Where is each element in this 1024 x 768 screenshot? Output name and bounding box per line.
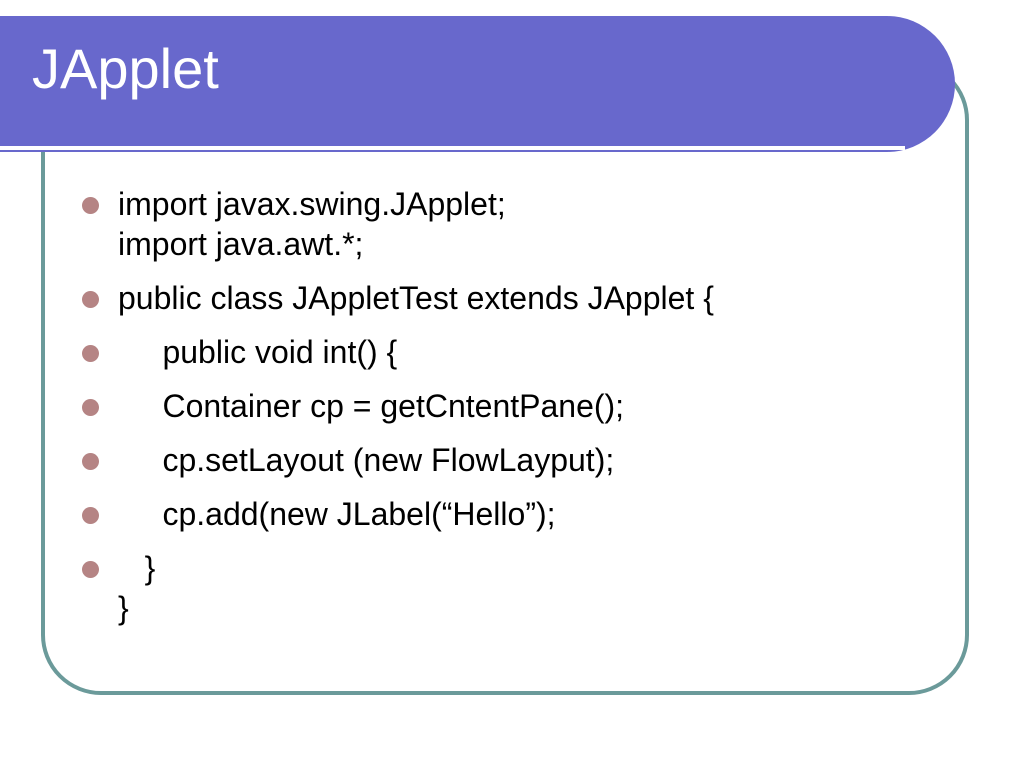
- bullet-item-closing-braces: } }: [80, 548, 940, 628]
- code-line: Container cp = getCntentPane();: [118, 388, 625, 424]
- code-line: }: [118, 590, 129, 626]
- bullet-dot-icon: [82, 507, 99, 524]
- bullet-dot-icon: [82, 453, 99, 470]
- title-underline: [0, 146, 905, 150]
- code-line: import java.awt.*;: [118, 226, 364, 262]
- title-bar: [0, 16, 955, 152]
- bullet-dot-icon: [82, 197, 99, 214]
- bullet-item-class-declaration: public class JAppletTest extends JApplet…: [80, 278, 940, 318]
- bullet-item-method-declaration: public void int() {: [80, 332, 940, 372]
- slide-title: JApplet: [32, 37, 219, 100]
- bullet-item-set-layout: cp.setLayout (new FlowLayput);: [80, 440, 940, 480]
- code-line: public void int() {: [118, 334, 398, 370]
- code-line: import javax.swing.JApplet;: [118, 186, 506, 222]
- bullet-dot-icon: [82, 399, 99, 416]
- code-line: cp.setLayout (new FlowLayput);: [118, 442, 615, 478]
- content-frame: [41, 60, 969, 695]
- code-line: public class JAppletTest extends JApplet…: [118, 280, 714, 316]
- bullet-dot-icon: [82, 291, 99, 308]
- bullet-item-add-label: cp.add(new JLabel(“Hello”);: [80, 494, 940, 534]
- bullet-dot-icon: [82, 561, 99, 578]
- bullet-list: import javax.swing.JApplet; import java.…: [80, 184, 940, 642]
- bullet-item-container: Container cp = getCntentPane();: [80, 386, 940, 426]
- bullet-item-imports: import javax.swing.JApplet; import java.…: [80, 184, 940, 264]
- code-line: }: [118, 550, 156, 586]
- code-line: cp.add(new JLabel(“Hello”);: [118, 496, 556, 532]
- bullet-dot-icon: [82, 345, 99, 362]
